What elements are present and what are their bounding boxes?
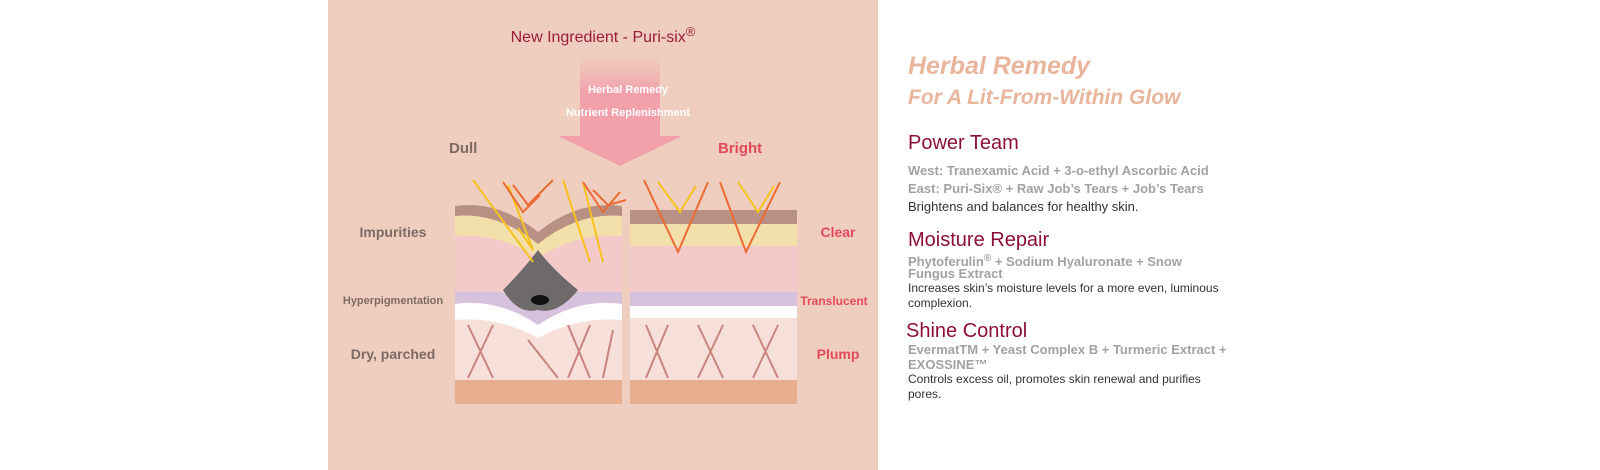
moisture-repair-description-1: Increases skin’s moisture levels for a m… bbox=[908, 281, 1219, 295]
shine-control-description-1: Controls excess oil, promotes skin renew… bbox=[908, 372, 1201, 386]
label-dull: Dull bbox=[449, 140, 478, 157]
arrow-label-nutrient-replenishment: Nutrient Replenishment bbox=[565, 107, 691, 119]
shine-control-ingredients-1: EvermatTM + Yeast Complex B + Turmeric E… bbox=[908, 342, 1227, 357]
down-arrow-icon bbox=[558, 56, 682, 166]
power-team-description: Brightens and balances for healthy skin. bbox=[908, 199, 1139, 214]
shine-control-ingredients-2: EXOSSINE™ bbox=[908, 357, 988, 372]
shine-control-title: Shine Control bbox=[906, 320, 1028, 342]
label-translucent: Translucent bbox=[800, 294, 868, 308]
registered-mark: ® bbox=[685, 24, 696, 39]
power-team-title: Power Team bbox=[908, 132, 1019, 154]
label-clear: Clear bbox=[820, 224, 856, 240]
power-team-east: East: Puri-Six® + Raw Job’s Tears + Job’… bbox=[908, 181, 1204, 196]
bright-skin-block bbox=[630, 179, 797, 404]
headline-glow: For A Lit-From-Within Glow bbox=[908, 86, 1181, 109]
diagram-title: New Ingredient - Puri-six® bbox=[510, 24, 696, 46]
label-dry-parched: Dry, parched bbox=[350, 346, 436, 362]
moisture-repair-ingredients-2: Fungus Extract bbox=[908, 266, 1003, 281]
skin-layers-illustration bbox=[455, 56, 797, 404]
moisture-repair-ingredients-1: Phytoferulin® + Sodium Hyaluronate + Sno… bbox=[908, 253, 1182, 269]
label-plump: Plump bbox=[816, 346, 860, 362]
skin-diagram-panel: New Ingredient - Puri-six® Herbal Remedy… bbox=[328, 0, 878, 470]
label-impurities: Impurities bbox=[359, 224, 427, 240]
dull-skin-block bbox=[455, 179, 627, 404]
shine-control-description-2: pores. bbox=[908, 387, 942, 401]
moisture-repair-description-2: complexion. bbox=[908, 296, 973, 310]
arrow-label-herbal-remedy: Herbal Remedy bbox=[587, 84, 669, 96]
power-team-west: West: Tranexamic Acid + 3-o-ethyl Ascorb… bbox=[908, 163, 1209, 178]
label-bright: Bright bbox=[718, 140, 763, 157]
label-hyperpigmentation: Hyperpigmentation bbox=[342, 295, 444, 307]
headline-herbal-remedy: Herbal Remedy bbox=[908, 52, 1091, 80]
moisture-repair-title: Moisture Repair bbox=[908, 229, 1050, 251]
